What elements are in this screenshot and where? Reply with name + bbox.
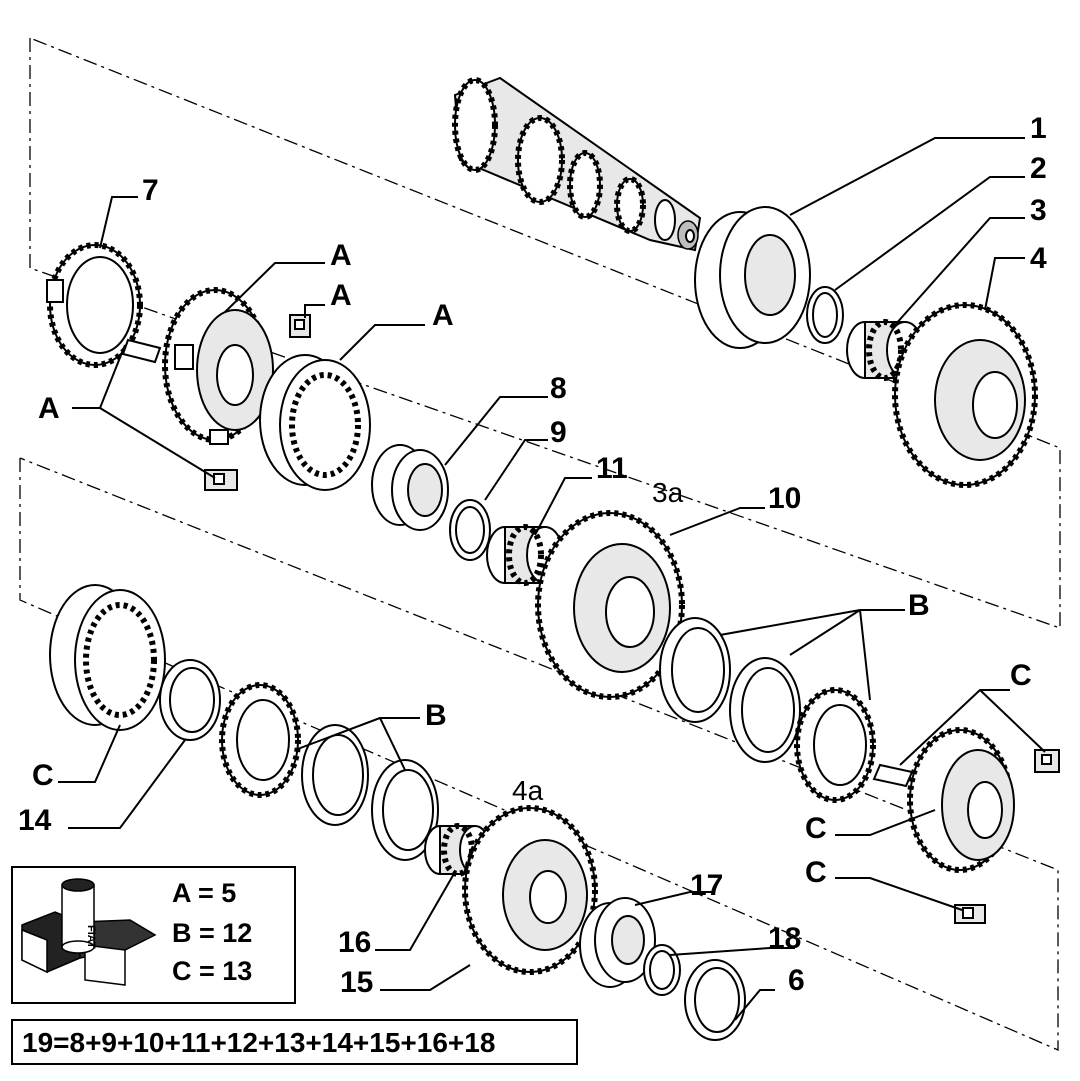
bearing-17 bbox=[579, 897, 656, 988]
callout-c-4: C bbox=[32, 759, 54, 792]
synchro-rings-b-upper bbox=[659, 617, 876, 803]
callout-8: 8 bbox=[550, 372, 567, 405]
bearing-1 bbox=[694, 206, 811, 349]
gear-15 bbox=[462, 805, 598, 975]
callout-7: 7 bbox=[142, 174, 159, 207]
legend-a: A = 5 bbox=[172, 878, 236, 908]
callout-15: 15 bbox=[340, 966, 373, 999]
ring-6 bbox=[684, 959, 746, 1041]
synchro-ring-7 bbox=[46, 242, 143, 368]
gear-10 bbox=[535, 510, 685, 700]
callout-c-2: C bbox=[805, 812, 827, 845]
callout-18: 18 bbox=[768, 922, 801, 955]
callout-b-1: B bbox=[908, 589, 930, 622]
callout-16: 16 bbox=[338, 926, 371, 959]
key-a bbox=[121, 338, 162, 364]
fiat-logo-text: FIAT bbox=[85, 925, 97, 949]
callout-a-3: A bbox=[432, 299, 454, 332]
callout-9: 9 bbox=[550, 416, 567, 449]
callout-4a: 4a bbox=[512, 775, 544, 806]
callout-6: 6 bbox=[788, 964, 805, 997]
bushing-8 bbox=[371, 444, 449, 531]
callout-14: 14 bbox=[18, 804, 52, 837]
fiat-parts-logo: FIAT bbox=[21, 878, 157, 986]
synchro-rings-b-lower bbox=[219, 682, 439, 861]
callout-1: 1 bbox=[1030, 112, 1047, 145]
snap-ring-18 bbox=[643, 944, 681, 996]
ring-14 bbox=[159, 659, 221, 741]
gear-4 bbox=[892, 302, 1038, 488]
synchro-hub-c bbox=[872, 727, 1060, 924]
formula-box: 19=8+9+10+11+12+13+14+15+16+18 bbox=[11, 1019, 578, 1065]
callout-a-1: A bbox=[330, 239, 352, 272]
callout-3a: 3a bbox=[652, 477, 684, 508]
callout-4: 4 bbox=[1030, 242, 1047, 275]
leader-lines bbox=[58, 137, 1046, 1021]
callout-3: 3 bbox=[1030, 194, 1047, 227]
callout-10: 10 bbox=[768, 482, 801, 515]
synchro-hub-a bbox=[162, 287, 274, 445]
legend-b: B = 12 bbox=[172, 918, 252, 948]
snap-ring-2 bbox=[806, 286, 844, 344]
callout-c-3: C bbox=[805, 856, 827, 889]
callout-b-2: B bbox=[425, 699, 447, 732]
plate-a bbox=[204, 314, 311, 491]
formula-text: 19=8+9+10+11+12+13+14+15+16+18 bbox=[22, 1027, 495, 1058]
callout-2: 2 bbox=[1030, 152, 1047, 185]
snap-ring-9 bbox=[449, 499, 491, 561]
callout-11: 11 bbox=[596, 452, 628, 485]
callout-a-4: A bbox=[38, 392, 60, 425]
callout-c-1: C bbox=[1010, 659, 1032, 692]
legend-c: C = 13 bbox=[172, 956, 252, 986]
callout-17: 17 bbox=[690, 869, 723, 902]
main-shaft bbox=[452, 76, 702, 252]
legend-box: FIAT A = 5 B = 12 C = 13 bbox=[11, 866, 296, 1004]
callout-labels: 1 2 3 4 7 A A A A 8 9 11 3a 10 B C C C C… bbox=[18, 112, 1047, 999]
sleeve-a bbox=[259, 354, 371, 491]
callout-a-2: A bbox=[330, 279, 352, 312]
sleeve-c bbox=[49, 584, 166, 731]
